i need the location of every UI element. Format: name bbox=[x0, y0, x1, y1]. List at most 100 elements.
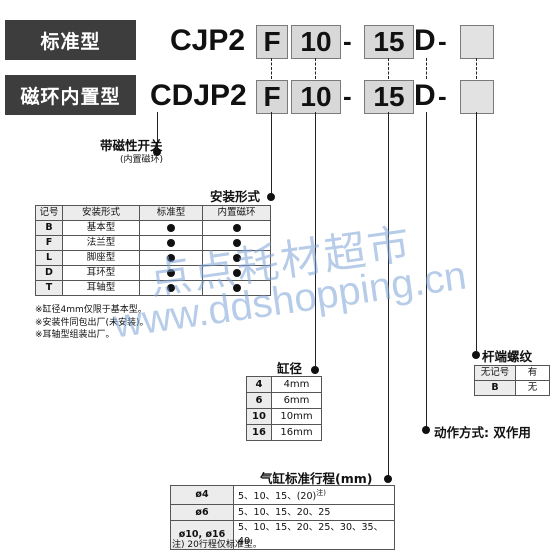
magnet-leader-dot bbox=[153, 148, 161, 156]
bullet-icon bbox=[167, 268, 175, 277]
table-row: 4 4mm bbox=[246, 376, 322, 393]
mount-std-cell bbox=[139, 250, 203, 266]
table-row: ø10, ø16 5、10、15、20、25、30、35、40 bbox=[170, 520, 395, 551]
mount-std-cell bbox=[139, 235, 203, 251]
bullet-icon bbox=[167, 283, 175, 292]
bore-code: 10 bbox=[246, 408, 272, 425]
bore-table: 4 4mm 6 6mm 10 10mm 16 16mm bbox=[246, 376, 322, 441]
mount-code: T bbox=[35, 280, 63, 296]
bullet-icon bbox=[232, 283, 241, 292]
row2-action-code: D bbox=[414, 79, 436, 112]
mount-note-3: ※耳轴型组装出厂。 bbox=[35, 330, 115, 340]
row2-mount-box: F bbox=[256, 80, 288, 114]
mount-leader bbox=[271, 112, 272, 198]
stroke-bore: ø6 bbox=[170, 504, 234, 522]
stroke-leader-dot bbox=[384, 475, 392, 483]
bore-value: 6mm bbox=[271, 392, 322, 409]
row1-action-code: D bbox=[414, 24, 436, 57]
row1-bore-box: 10 bbox=[291, 25, 341, 59]
row1-stroke-box: 15 bbox=[364, 25, 414, 59]
row2-bore-box: 10 bbox=[291, 80, 341, 114]
standard-type-label: 标准型 bbox=[5, 20, 136, 60]
connector-dashed-bore bbox=[315, 58, 316, 79]
mount-notes: ※缸径4mm仅限于基本型。 ※安装件同包出厂(未安装)。 ※耳轴型组装出厂。 bbox=[35, 304, 149, 342]
row2-dash-1: - bbox=[343, 81, 352, 111]
stroke-values: 5、10、15、20、25 bbox=[233, 504, 395, 522]
bore-title: 缸径 bbox=[277, 361, 303, 376]
connector-dashed-mount bbox=[271, 58, 272, 79]
stroke-title: 气缸标准行程(mm) bbox=[260, 471, 373, 486]
stroke-leader bbox=[388, 112, 389, 480]
table-row: B 基本型 bbox=[35, 220, 271, 236]
magnet-title: 带磁性开关 bbox=[100, 138, 163, 153]
bore-value: 4mm bbox=[271, 376, 322, 393]
row1-dash-1: - bbox=[343, 26, 352, 56]
mount-std-cell bbox=[139, 280, 203, 296]
mount-header-name: 安装形式 bbox=[62, 205, 140, 221]
mount-note-1: ※缸径4mm仅限于基本型。 bbox=[35, 305, 147, 315]
row1-rod-end-box bbox=[460, 25, 494, 59]
row2-rod-end-box bbox=[460, 80, 494, 114]
table-row: T 耳轴型 bbox=[35, 280, 271, 296]
bore-value: 10mm bbox=[271, 408, 322, 425]
table-row: ø4 5、10、15、(20)注) bbox=[170, 484, 395, 506]
stroke-superscript: 注) bbox=[316, 489, 326, 497]
row2-dash-2: - bbox=[438, 81, 447, 111]
bullet-icon bbox=[232, 253, 241, 262]
standard-model-prefix: CJP2 bbox=[170, 24, 246, 57]
mount-header-standard: 标准型 bbox=[139, 205, 203, 221]
mount-code: D bbox=[35, 265, 63, 281]
mount-title: 安装形式 bbox=[210, 189, 261, 204]
rod-end-value: 有 bbox=[515, 365, 550, 381]
stroke-note: 注) 20行程仅标准型。 bbox=[172, 540, 262, 550]
mount-mag-cell bbox=[202, 280, 271, 296]
rod-end-title: 杆端螺纹 bbox=[482, 349, 533, 364]
bullet-icon bbox=[232, 238, 241, 247]
stroke-values: 5、10、15、(20) bbox=[238, 491, 317, 503]
bore-code: 6 bbox=[246, 392, 272, 409]
table-row: 6 6mm bbox=[246, 392, 322, 409]
mount-name: 耳轴型 bbox=[62, 280, 140, 296]
mount-table-header: 记号 安装形式 标准型 内置磁环 bbox=[35, 205, 271, 221]
bullet-icon bbox=[167, 238, 175, 247]
bullet-icon bbox=[232, 268, 241, 277]
connector-dashed-rod bbox=[476, 58, 477, 79]
bore-value: 16mm bbox=[271, 424, 322, 441]
table-row: B 无 bbox=[474, 380, 550, 396]
stroke-values: 5、10、15、20、25、30、35、40 bbox=[233, 520, 395, 551]
stroke-table: ø4 5、10、15、(20)注) ø6 5、10、15、20、25 ø10, … bbox=[170, 484, 395, 551]
action-title: 动作方式: 双作用 bbox=[434, 425, 531, 440]
action-leader-dot bbox=[422, 426, 430, 434]
bore-leader bbox=[315, 112, 316, 370]
mount-mag-cell bbox=[202, 265, 271, 281]
mount-name: 脚座型 bbox=[62, 250, 140, 266]
magnet-model-prefix: CDJP2 bbox=[150, 79, 247, 112]
bullet-icon bbox=[167, 223, 175, 232]
rod-end-table: 无记号 有 B 无 bbox=[474, 365, 550, 396]
rod-end-leader-dot bbox=[472, 351, 480, 359]
table-row: ø6 5、10、15、20、25 bbox=[170, 504, 395, 522]
mount-note-2: ※安装件同包出厂(未安装)。 bbox=[35, 317, 149, 328]
mount-mag-cell bbox=[202, 235, 271, 251]
table-row: 10 10mm bbox=[246, 408, 322, 425]
bore-code: 4 bbox=[246, 376, 272, 393]
action-leader bbox=[426, 112, 427, 430]
mount-name: 基本型 bbox=[62, 220, 140, 236]
connector-dashed-stroke bbox=[388, 58, 389, 79]
rod-end-code: 无记号 bbox=[474, 365, 516, 381]
mount-code: L bbox=[35, 250, 63, 266]
mount-mag-cell bbox=[202, 250, 271, 266]
rod-end-value: 无 bbox=[515, 380, 550, 396]
row1-dash-2: - bbox=[438, 26, 447, 56]
table-row: 16 16mm bbox=[246, 424, 322, 441]
connector-dashed-action bbox=[426, 58, 427, 79]
mount-std-cell bbox=[139, 220, 203, 236]
magnet-leader bbox=[157, 112, 158, 152]
bullet-icon bbox=[167, 253, 175, 262]
table-row: D 耳环型 bbox=[35, 265, 271, 281]
row2-stroke-box: 15 bbox=[364, 80, 414, 114]
mount-leader-dot bbox=[267, 193, 275, 201]
mount-table: 记号 安装形式 标准型 内置磁环 B 基本型 F 法兰型 L 脚座型 D 耳环型… bbox=[35, 205, 271, 296]
table-row: F 法兰型 bbox=[35, 235, 271, 251]
magnet-subtitle: (内置磁环) bbox=[120, 155, 164, 165]
